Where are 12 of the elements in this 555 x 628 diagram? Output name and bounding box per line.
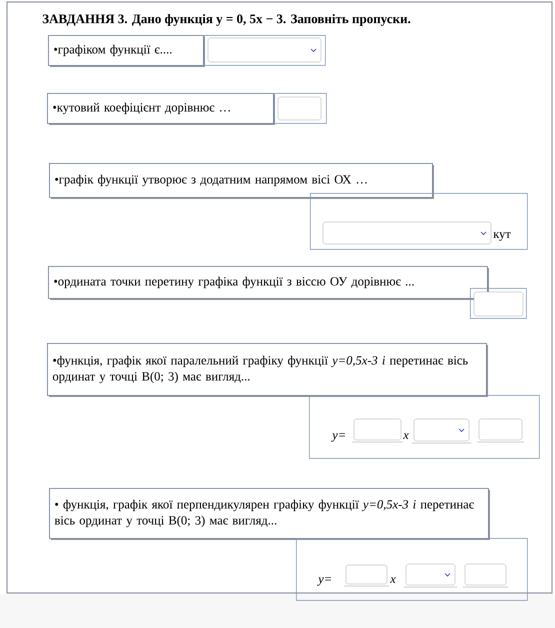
answer-label: x — [390, 577, 396, 583]
question-box: •графік функції утворює з додатним напрямом вісі ОХ … — [49, 163, 434, 199]
answer-label: y= — [331, 433, 345, 442]
question-box: •кутовий коефіцієнт дорівнює … — [47, 93, 275, 125]
answer-label: кут — [493, 232, 511, 241]
title: ЗАВДАННЯ 3. Дано функція y = 0, 5x − 3. Заповніть пропуски. — [42, 14, 410, 26]
question-box: •ордината точки перетину графіка функції з віссю ОУ дорівнює ... — [48, 266, 489, 300]
answer-label: y= — [317, 577, 331, 586]
question-box: • функція, графік якої перпендикулярен графіку функції y=0,5x-3 і перетинає вісь ординат у точці B(0; 3) має вигляд... — [49, 488, 490, 540]
question-box: •графіком функції є.... — [48, 35, 205, 67]
answer-label: x — [403, 433, 409, 439]
question-box: •функція, графік якої паралельний графіку функції y=0,5x-3 і перетинає вісь ординат у точці B(0; 3) має вигляд... — [47, 343, 488, 397]
